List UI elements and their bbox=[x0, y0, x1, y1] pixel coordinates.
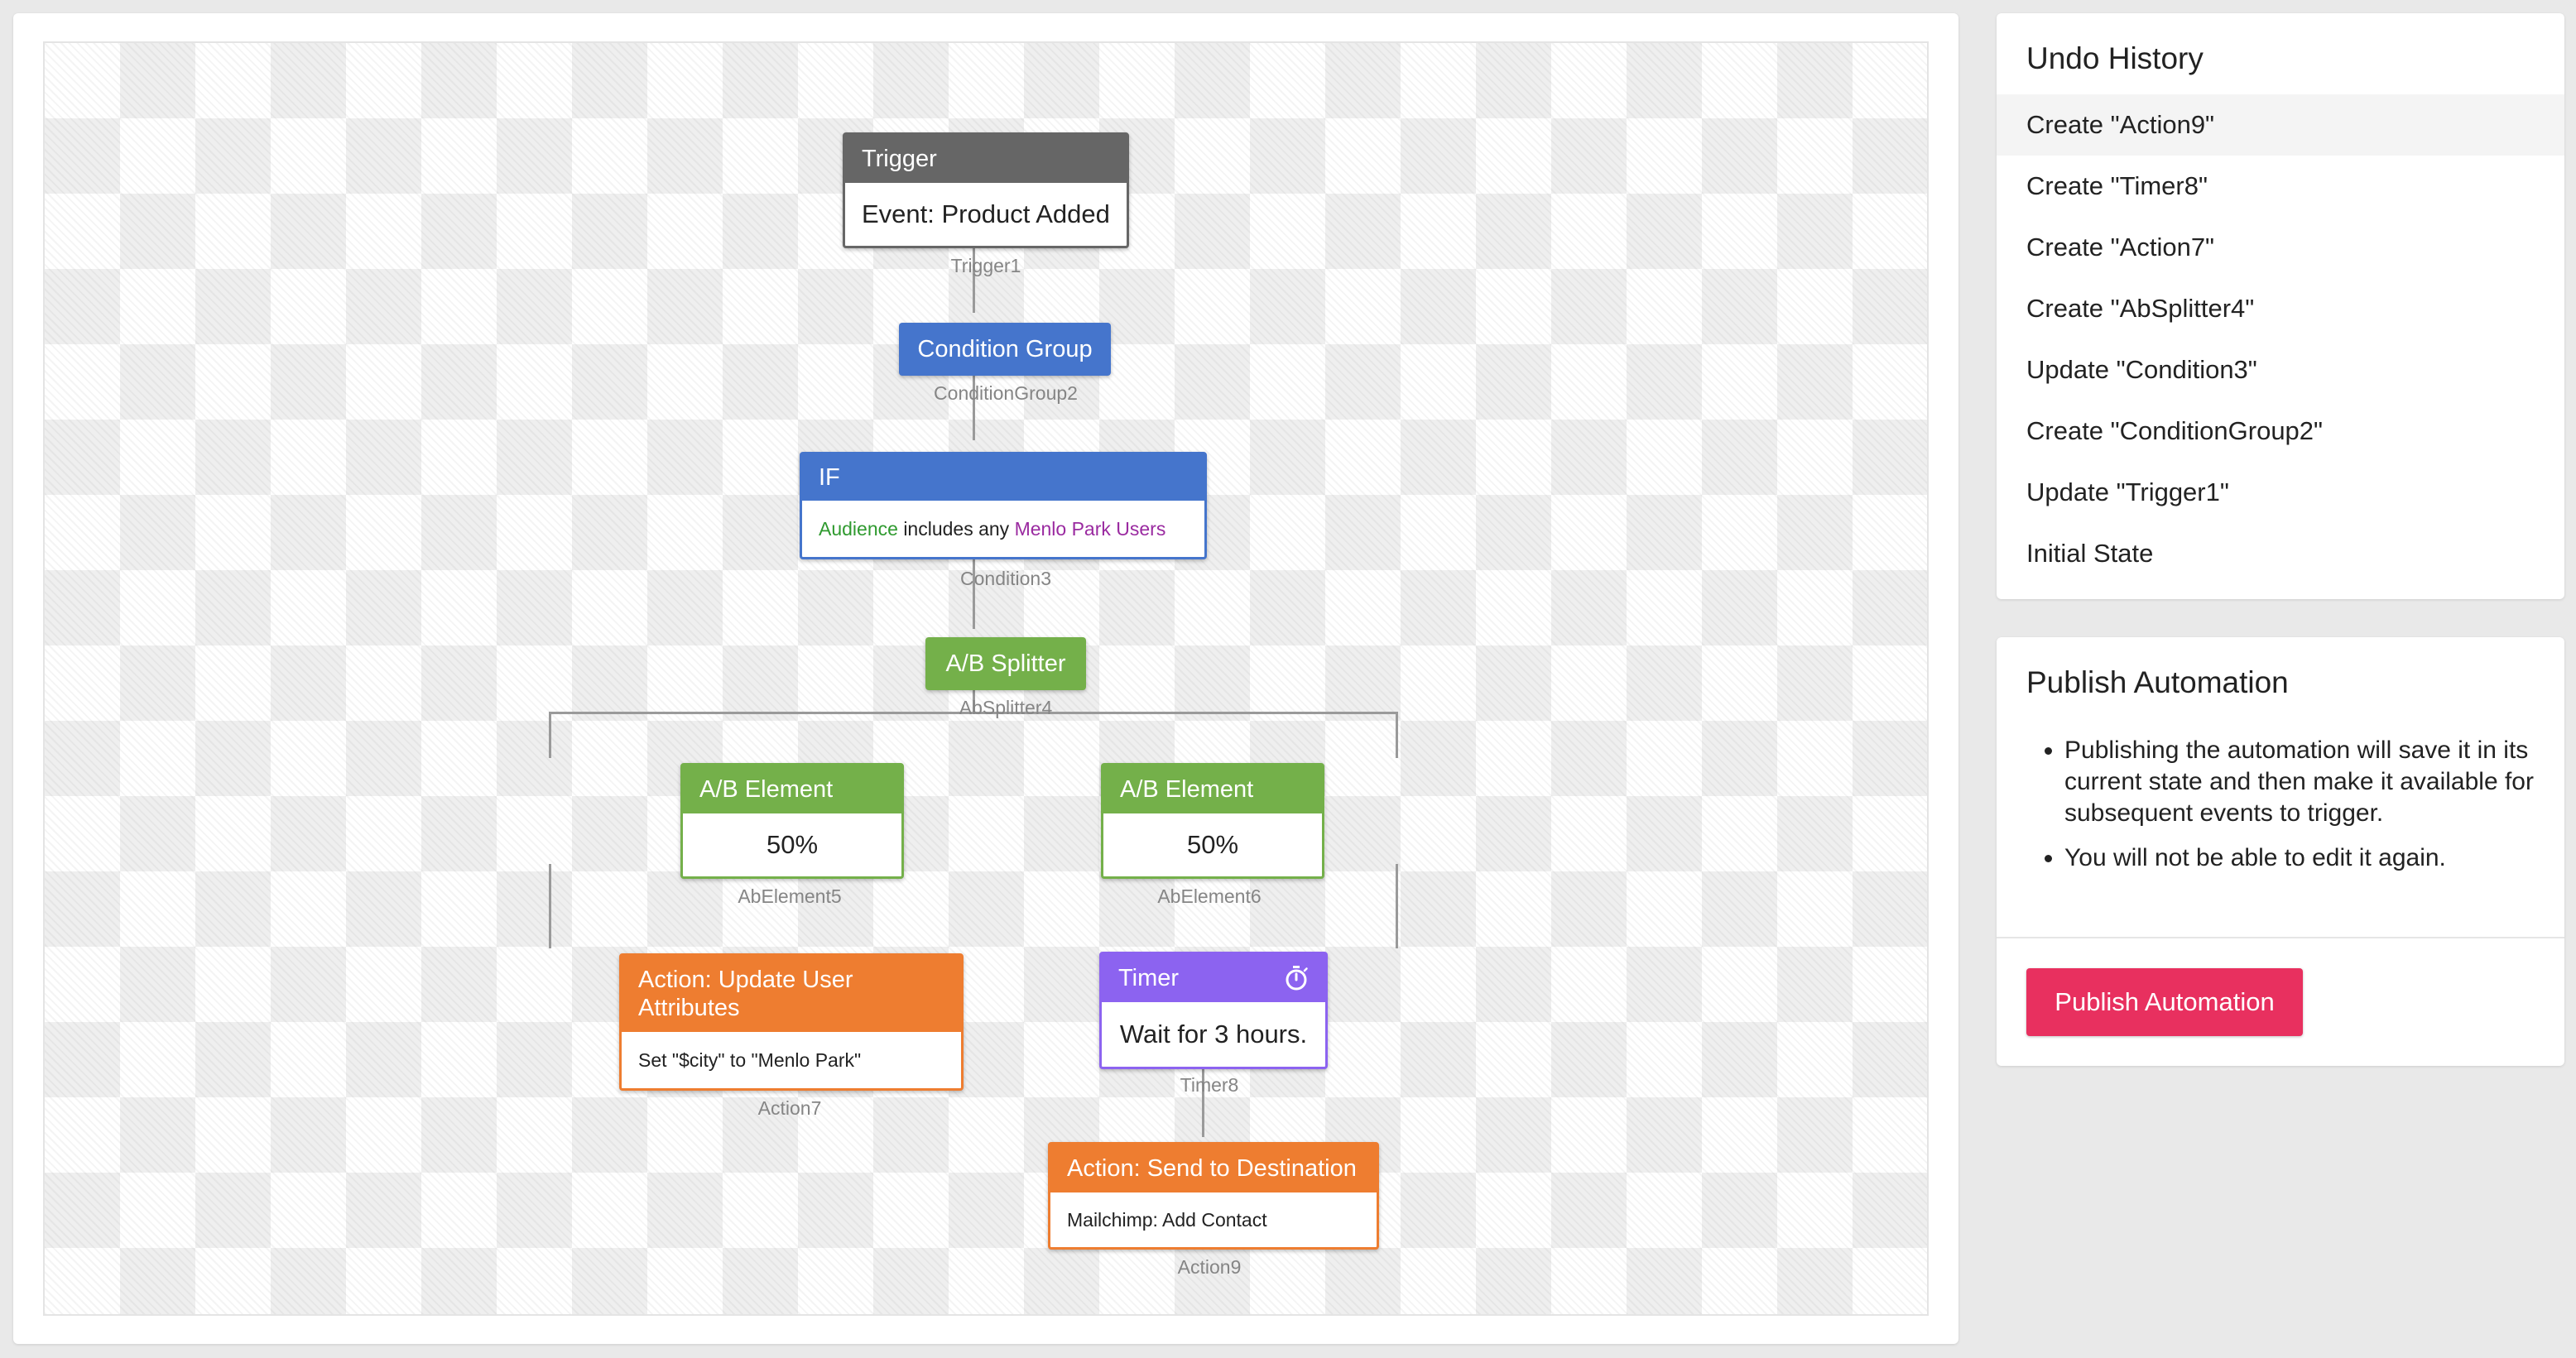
automation-canvas[interactable]: Trigger Event: Product Added Trigger1 Co… bbox=[43, 41, 1929, 1316]
publish-notes-list: Publishing the automation will save it i… bbox=[2035, 735, 2561, 887]
ab-element-right-title: A/B Element bbox=[1120, 775, 1254, 803]
action-update-text: Set "$city" to "Menlo Park" bbox=[638, 1048, 862, 1071]
ab-element-right-node[interactable]: A/B Element 50% bbox=[1101, 763, 1324, 879]
action-update-header: Action: Update User Attributes bbox=[622, 956, 961, 1032]
trigger-event-text: Event: Product Added bbox=[862, 199, 1110, 228]
action-send-text: Mailchimp: Add Contact bbox=[1067, 1208, 1267, 1231]
undo-history-title: Undo History bbox=[2026, 41, 2204, 75]
history-item[interactable]: Create "Action7" bbox=[2026, 233, 2215, 262]
action-send-node-id: Action9 bbox=[1177, 1256, 1242, 1278]
condition-audience-word: Audience bbox=[819, 517, 898, 540]
condition-node-id: Condition3 bbox=[960, 568, 1051, 589]
ab-element-left-percent: 50% bbox=[766, 830, 819, 859]
stopwatch-icon bbox=[1284, 965, 1309, 991]
history-item[interactable]: Initial State bbox=[2026, 539, 2154, 568]
ab-element-right-body: 50% bbox=[1103, 813, 1322, 876]
history-item[interactable]: Create "ConditionGroup2" bbox=[2026, 416, 2324, 445]
history-item[interactable]: Create "Timer8" bbox=[2026, 171, 2208, 200]
publish-automation-title: Publish Automation bbox=[2026, 665, 2289, 699]
action-update-title: Action: Update User Attributes bbox=[638, 967, 853, 1021]
condition-group-label: Condition Group bbox=[917, 335, 1093, 362]
action-update-node[interactable]: Action: Update User Attributes Set "$cit… bbox=[619, 953, 964, 1091]
trigger-node-body: Event: Product Added bbox=[845, 183, 1127, 246]
publish-note-item: Publishing the automation will save it i… bbox=[2064, 735, 2561, 829]
connector-condition-to-splitter bbox=[973, 556, 975, 629]
trigger-node[interactable]: Trigger Event: Product Added bbox=[843, 132, 1129, 248]
history-item[interactable]: Update "Trigger1" bbox=[2026, 477, 2229, 506]
timer-wait-text: Wait for 3 hours. bbox=[1119, 1020, 1308, 1048]
history-item[interactable]: Create "Action9" bbox=[1997, 94, 2564, 156]
condition-connector-text: includes any bbox=[903, 517, 1010, 540]
ab-element-left-header: A/B Element bbox=[683, 765, 901, 813]
condition-group-node-id: ConditionGroup2 bbox=[934, 382, 1078, 404]
ab-element-left-body: 50% bbox=[683, 813, 901, 876]
condition-node[interactable]: IF Audience includes any Menlo Park User… bbox=[800, 452, 1207, 559]
connector-splitter-stem bbox=[973, 680, 975, 713]
condition-node-body: Audience includes any Menlo Park Users bbox=[802, 501, 1204, 557]
ab-splitter-node[interactable]: A/B Splitter bbox=[925, 637, 1086, 690]
trigger-node-header: Trigger bbox=[845, 135, 1127, 183]
connector-ableft-to-action bbox=[549, 864, 551, 948]
automation-canvas-card: Trigger Event: Product Added Trigger1 Co… bbox=[13, 13, 1958, 1344]
ab-element-right-node-id: AbElement6 bbox=[1157, 885, 1262, 907]
action-send-header: Action: Send to Destination bbox=[1050, 1144, 1377, 1192]
history-item[interactable]: Create "AbSplitter4" bbox=[2026, 294, 2255, 323]
publish-automation-panel: Publish Automation Publishing the automa… bbox=[1997, 637, 2564, 1066]
condition-group-node[interactable]: Condition Group bbox=[899, 323, 1111, 376]
ab-element-left-title: A/B Element bbox=[699, 775, 834, 803]
ab-element-left-node[interactable]: A/B Element 50% bbox=[680, 763, 904, 879]
action-update-body: Set "$city" to "Menlo Park" bbox=[622, 1032, 961, 1088]
ab-splitter-node-id: AbSplitter4 bbox=[959, 697, 1053, 718]
condition-audience-value: Menlo Park Users bbox=[1014, 517, 1166, 540]
timer-node-id: Timer8 bbox=[1180, 1074, 1239, 1096]
timer-node-title: Timer bbox=[1118, 964, 1180, 991]
ab-element-left-node-id: AbElement5 bbox=[738, 885, 842, 907]
connector-splitter-branch bbox=[549, 712, 973, 714]
action-update-node-id: Action7 bbox=[757, 1097, 822, 1119]
ab-element-right-header: A/B Element bbox=[1103, 765, 1322, 813]
action-send-title: Action: Send to Destination bbox=[1067, 1154, 1357, 1182]
history-item[interactable]: Update "Condition3" bbox=[2026, 355, 2257, 384]
condition-node-title: IF bbox=[819, 463, 840, 491]
connector-branch-right-down bbox=[1396, 712, 1398, 758]
ab-element-right-percent: 50% bbox=[1186, 830, 1239, 859]
timer-node-header: Timer bbox=[1102, 954, 1325, 1002]
trigger-node-id: Trigger1 bbox=[950, 255, 1021, 276]
publish-automation-button[interactable]: Publish Automation bbox=[2026, 968, 2303, 1036]
trigger-node-title: Trigger bbox=[862, 145, 937, 172]
publish-note-item: You will not be able to edit it again. bbox=[2064, 842, 2561, 874]
connector-splitter-branch-right bbox=[973, 712, 1398, 714]
undo-history-panel: Undo History Create "Action9" Create "Ti… bbox=[1997, 13, 2564, 599]
connector-branch-left-down bbox=[549, 712, 551, 758]
timer-node[interactable]: Timer Wait for 3 hours. bbox=[1099, 952, 1328, 1069]
connector-timer-to-action bbox=[1202, 1066, 1204, 1137]
action-send-body: Mailchimp: Add Contact bbox=[1050, 1192, 1377, 1247]
condition-node-header: IF bbox=[802, 454, 1204, 501]
action-send-node[interactable]: Action: Send to Destination Mailchimp: A… bbox=[1048, 1142, 1379, 1250]
publish-divider bbox=[1997, 937, 2564, 938]
connector-group-to-condition bbox=[973, 364, 975, 440]
connector-trigger-to-group bbox=[973, 235, 975, 313]
ab-splitter-label: A/B Splitter bbox=[945, 650, 1066, 677]
connector-abright-to-timer bbox=[1396, 864, 1398, 948]
timer-node-body: Wait for 3 hours. bbox=[1102, 1002, 1325, 1067]
